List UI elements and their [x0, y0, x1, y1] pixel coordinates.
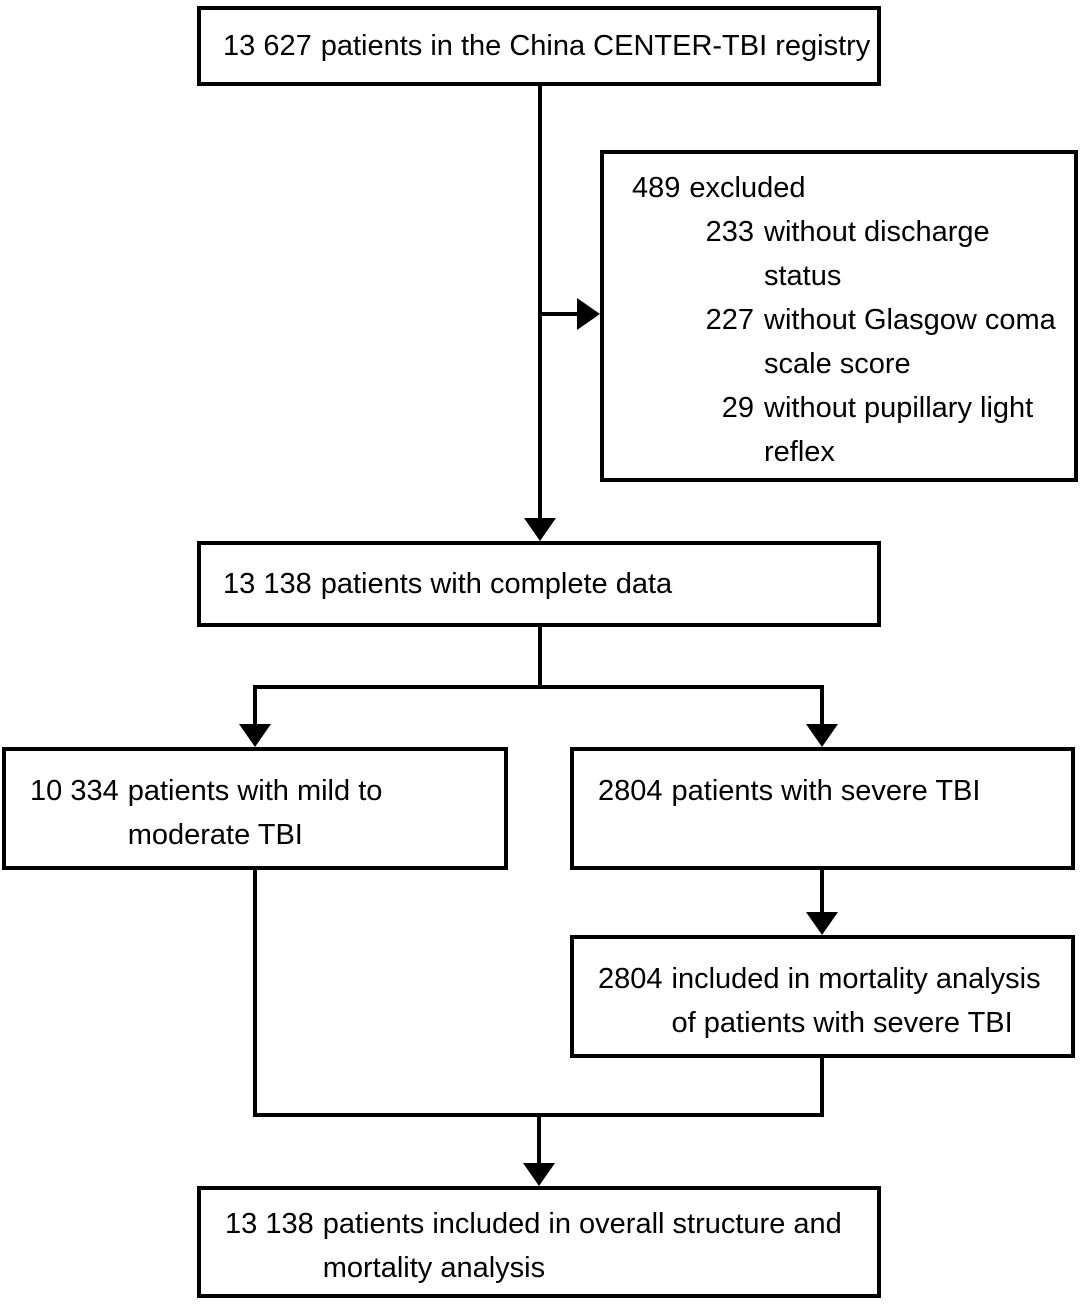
box-complete-data-label: 13 138 patients with complete data [223, 562, 871, 606]
connector-mortality-down [820, 1058, 824, 1117]
complete-text: patients with complete data [320, 568, 673, 600]
connector-severe-to-mortality [820, 870, 824, 912]
overall-text: patients included in overall structure a… [322, 1208, 842, 1284]
arrowhead-into-complete [524, 518, 556, 541]
overall-count: 13 138 [225, 1208, 314, 1240]
severe-count: 2804 [598, 775, 663, 807]
reason-count: 227 [705, 304, 754, 336]
excluded-reason-discharge: 233 without discharge status [704, 210, 1068, 298]
excluded-reason-gcs: 227 without Glasgow coma scale score [704, 298, 1068, 386]
box-excluded: 489 excluded 233 without discharge statu… [600, 150, 1078, 482]
connector-drop-left [253, 687, 257, 724]
registry-text: patients in the China CENTER-TBI registr… [320, 30, 871, 62]
box-mild-moderate-label: 10 334 patients with mild to moderate TB… [30, 769, 498, 857]
mild-moderate-count: 10 334 [30, 775, 119, 807]
reason-count: 233 [705, 216, 754, 248]
box-mortality-severe: 2804 included in mortality analysis of p… [570, 935, 1075, 1058]
arrowhead-into-severe [806, 724, 838, 747]
excluded-reason-pupil: 29 without pupillary light reflex [704, 386, 1068, 474]
connector-registry-to-complete [538, 86, 542, 519]
complete-count: 13 138 [223, 568, 312, 600]
box-registry-label: 13 627 patients in the China CENTER-TBI … [223, 24, 871, 68]
connector-to-excluded [540, 312, 577, 316]
box-overall: 13 138 patients included in overall stru… [197, 1186, 881, 1298]
reason-text: without discharge status [764, 216, 990, 292]
arrowhead-into-overall [523, 1163, 555, 1186]
box-complete-data: 13 138 patients with complete data [197, 541, 881, 627]
mild-moderate-text: patients with mild to moderate TBI [127, 775, 383, 851]
registry-count: 13 627 [223, 30, 312, 62]
box-severe: 2804 patients with severe TBI [570, 747, 1075, 870]
connector-mild-down [253, 870, 257, 1117]
box-overall-label: 13 138 patients included in overall stru… [225, 1202, 871, 1290]
box-severe-label: 2804 patients with severe TBI [598, 769, 1065, 813]
mortality-severe-text: included in mortality analysis of patien… [671, 963, 1041, 1039]
connector-complete-down [538, 627, 542, 689]
reason-text: without pupillary light reflex [764, 392, 1034, 468]
excluded-text: excluded [689, 172, 806, 204]
connector-merge-down [537, 1115, 541, 1163]
reason-text: without Glasgow coma scale score [764, 304, 1056, 380]
severe-text: patients with severe TBI [671, 775, 981, 807]
arrowhead-into-mild-moderate [239, 724, 271, 747]
reason-count: 29 [721, 392, 754, 424]
excluded-count: 489 [632, 172, 681, 204]
connector-split-horizontal [253, 685, 824, 689]
connector-drop-right [820, 687, 824, 724]
mortality-severe-count: 2804 [598, 963, 663, 995]
arrowhead-into-excluded [577, 298, 600, 330]
box-registry: 13 627 patients in the China CENTER-TBI … [197, 6, 881, 86]
box-mild-moderate: 10 334 patients with mild to moderate TB… [2, 747, 508, 870]
excluded-header: 489 excluded [632, 166, 1068, 210]
box-mortality-severe-label: 2804 included in mortality analysis of p… [598, 957, 1067, 1045]
arrowhead-into-mortality-severe [806, 912, 838, 935]
